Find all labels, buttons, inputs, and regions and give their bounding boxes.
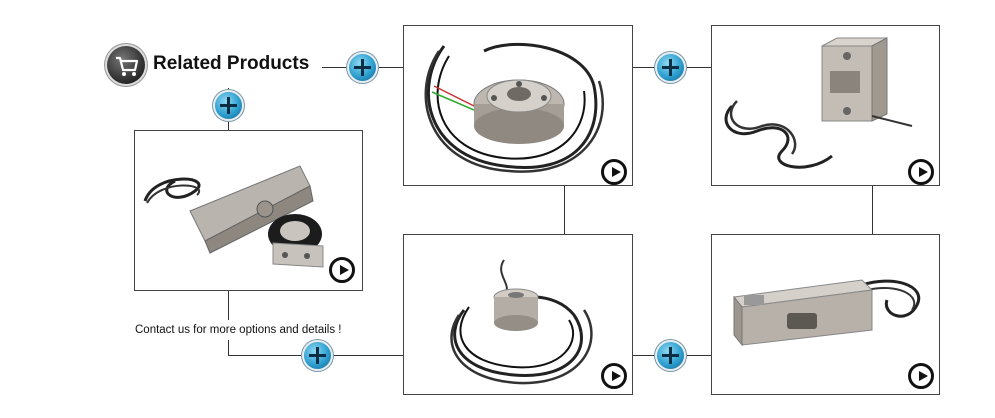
expand-plus-icon[interactable] bbox=[657, 54, 684, 81]
play-icon[interactable] bbox=[329, 257, 355, 283]
play-icon[interactable] bbox=[601, 159, 627, 185]
column-load-cell-image bbox=[450, 259, 593, 385]
connector-line bbox=[228, 290, 229, 320]
connector-line bbox=[872, 186, 873, 234]
product-card-s-type[interactable] bbox=[711, 25, 940, 186]
connector-line bbox=[228, 340, 229, 356]
contact-text: Contact us for more options and details … bbox=[135, 324, 342, 336]
play-icon[interactable] bbox=[908, 363, 934, 389]
expand-plus-icon[interactable] bbox=[215, 92, 242, 119]
expand-plus-icon[interactable] bbox=[349, 54, 376, 81]
play-icon[interactable] bbox=[908, 159, 934, 185]
product-card-spoke-type[interactable] bbox=[403, 25, 633, 186]
s-type-load-cell-image bbox=[724, 37, 913, 169]
shopping-cart-icon bbox=[107, 46, 145, 84]
section-title: Related Products bbox=[153, 53, 310, 74]
product-card-column[interactable] bbox=[403, 234, 633, 395]
connector-line bbox=[564, 186, 565, 234]
expand-plus-icon[interactable] bbox=[657, 342, 684, 369]
single-point-load-cell-image bbox=[733, 279, 921, 347]
shear-beam-load-cell-image bbox=[143, 165, 324, 268]
product-card-shear-beam[interactable] bbox=[134, 130, 363, 291]
spoke-type-load-cell-image bbox=[424, 42, 604, 173]
play-icon[interactable] bbox=[601, 363, 627, 389]
product-card-single-point[interactable] bbox=[711, 234, 940, 395]
expand-plus-icon[interactable] bbox=[304, 342, 331, 369]
